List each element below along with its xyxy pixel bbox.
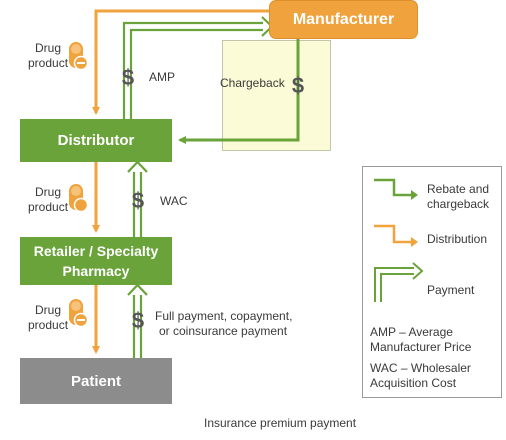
patient-label: Patient (70, 372, 121, 390)
legend-distribution-label: Distribution (427, 232, 488, 246)
legend-box (362, 166, 502, 398)
legend-rebate-arrow (374, 178, 418, 200)
drug-product-label-line2: product (28, 56, 69, 70)
legend-distribution-arrow (374, 224, 418, 247)
distributor-node: Distributor (20, 119, 172, 162)
drug-product-label-line1: Drug (34, 185, 61, 199)
drug-capsule-icon (68, 298, 89, 328)
legend-amp-definition: AMP – Average Manufacturer Price (370, 325, 471, 355)
chargeback-arrow (178, 39, 300, 144)
drug-product-label: Drug product (28, 41, 68, 71)
dollar-icon: $ (292, 73, 304, 98)
retailer-label-line2: Pharmacy (62, 263, 130, 279)
payment-type-label-line1: Full payment, copayment, (155, 309, 293, 323)
manufacturer-node: Manufacturer (269, 0, 418, 39)
chargeback-label: Chargeback (220, 76, 285, 90)
insurance-premium-label: Insurance premium payment (204, 416, 357, 430)
drug-product-label: Drug product (28, 185, 68, 215)
legend-wac-definition: WAC – Wholesaler Acquisition Cost (370, 361, 471, 391)
retailer-node: Retailer / Specialty Pharmacy (20, 237, 172, 285)
distributor-label: Distributor (57, 132, 135, 149)
drug-product-label-line2: product (28, 200, 69, 214)
legend-rebate-label-line2: chargeback (427, 197, 490, 211)
patient-node: Patient (20, 358, 172, 404)
dollar-icon: $ (132, 188, 144, 213)
amp-label: AMP (149, 70, 176, 84)
payment-arrow-wac (127, 160, 148, 237)
payment-arrow-patient (127, 283, 148, 358)
legend-payment-arrow (374, 262, 424, 302)
manufacturer-label: Manufacturer (292, 10, 395, 28)
drug-product-label-line1: Drug (34, 41, 61, 55)
payment-type-label: Full payment, copayment, or coinsurance … (155, 309, 292, 339)
wac-label: WAC (160, 194, 188, 208)
dollar-icon: $ (132, 308, 144, 333)
legend-payment-label: Payment (427, 283, 475, 297)
legend-amp-definition-line2: Manufacturer Price (370, 340, 472, 354)
drug-product-label: Drug product (28, 303, 68, 333)
drug-product-label-line2: product (28, 318, 69, 332)
legend-wac-definition-line1: WAC – Wholesaler (370, 361, 471, 375)
distribution-arrow-manufacturer-distributor (92, 9, 269, 115)
legend-rebate-label: Rebate and chargeback (427, 182, 489, 212)
dollar-icon: $ (122, 65, 134, 90)
payment-arrow-amp (122, 16, 274, 119)
drug-product-label-line1: Drug (34, 303, 61, 317)
payment-type-label-line2: or coinsurance payment (159, 324, 288, 338)
drug-capsule-icon (68, 41, 89, 71)
legend-rebate-label-line1: Rebate and (427, 182, 490, 196)
retailer-label-line1: Retailer / Specialty (33, 243, 159, 259)
chargeback-panel (222, 40, 331, 151)
drug-capsule-icon (68, 183, 89, 213)
legend-amp-definition-line1: AMP – Average (370, 325, 453, 339)
legend-wac-definition-line2: Acquisition Cost (370, 376, 457, 390)
